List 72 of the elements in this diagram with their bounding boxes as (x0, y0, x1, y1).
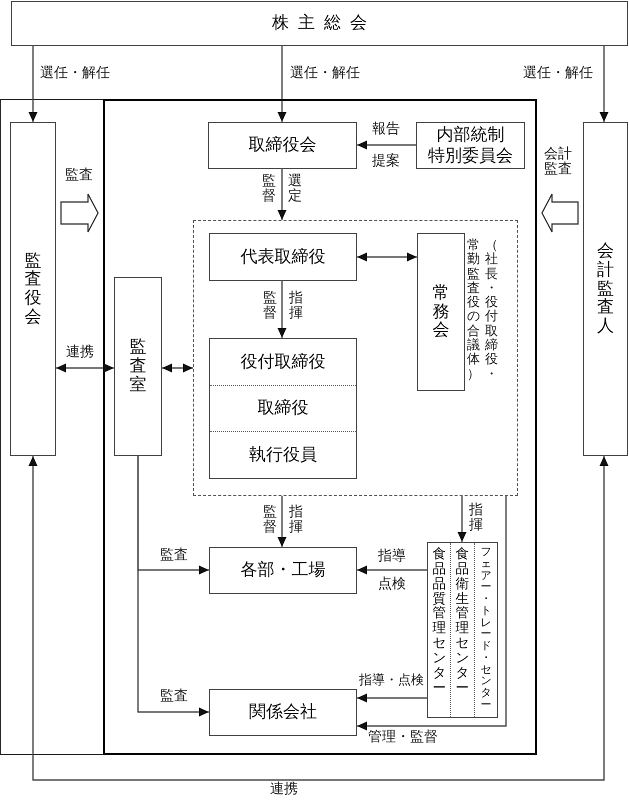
org-box (10, 122, 56, 456)
arrow (600, 46, 608, 122)
org-box (209, 233, 357, 281)
edge-label: 監督 (263, 505, 277, 536)
arrow (278, 46, 286, 122)
unit-name: 代表取締役 (240, 246, 326, 268)
annotation-text: 提案 (372, 154, 400, 170)
arrow (278, 169, 286, 220)
edge-label: 指導・点検 (359, 673, 424, 688)
org-box (11, 1, 628, 46)
edge-label: 監査 (160, 689, 188, 704)
double-arrow (357, 252, 417, 262)
edge-label: 連携 (270, 782, 298, 798)
arrow (357, 496, 507, 730)
annotation-text: 指揮 (289, 291, 303, 322)
role-name: 役付取締役 (240, 352, 326, 372)
hollow-arrow (60, 193, 99, 233)
outer-frame (0, 99, 537, 755)
annotation-text: 指揮 (289, 505, 303, 536)
arrow (357, 694, 427, 702)
arrow (278, 281, 286, 338)
edge-label: 指導 (378, 549, 406, 564)
dashed-frame (193, 220, 518, 496)
arrow (28, 46, 38, 122)
org-box (427, 542, 498, 718)
unit-name: 各部・工場 (240, 560, 326, 581)
center-name: フェアー・トレード・センター (480, 547, 492, 712)
edge-label: 会計監査 (544, 147, 572, 178)
double-arrow (56, 364, 114, 372)
annotation-text: 点検 (378, 577, 406, 592)
role-name: 執行役員 (249, 445, 317, 466)
annotation-text: 選定 (288, 174, 302, 205)
note-text: （社長・役付取締役・常勤監査役の合議体） (467, 238, 498, 381)
unit-name: 会計監査人 (597, 242, 614, 336)
double-arrow (28, 456, 608, 781)
center-name: 食品品質管理センター (432, 547, 446, 696)
org-box (209, 547, 357, 594)
edge-label: 監査 (65, 168, 93, 184)
unit-name: 常務会 (432, 284, 450, 340)
edge-label: 指揮 (469, 503, 483, 534)
arrow (458, 496, 466, 542)
org-box (417, 233, 465, 391)
edge-label: 監督 (263, 291, 277, 322)
unit-name: 株主総会 (271, 13, 376, 34)
double-arrow (162, 364, 193, 372)
unit-name: 監査役会 (24, 252, 42, 326)
arrow (137, 456, 209, 716)
edge-label: 監査 (160, 548, 188, 564)
edge-label: 管理・監督 (368, 730, 438, 746)
arrow (357, 566, 427, 574)
hollow-arrow (541, 193, 579, 233)
org-box (209, 338, 357, 479)
org-box (114, 277, 162, 456)
unit-name: 取締役会 (248, 135, 316, 156)
edge-label: 選任・解任 (523, 66, 593, 82)
role-name: 取締役 (258, 398, 308, 419)
arrow (357, 140, 416, 150)
org-box (583, 122, 628, 456)
inner-frame (103, 99, 537, 755)
unit-name: 内部統制特別委員会 (428, 125, 513, 166)
edge-label: 報告 (372, 122, 400, 138)
unit-name: 関係会社 (249, 702, 317, 723)
unit-name: 監査室 (130, 338, 146, 395)
arrow (278, 496, 286, 547)
edge-label: 選任・解任 (290, 66, 360, 82)
org-box (209, 689, 357, 736)
org-box (416, 122, 525, 169)
edge-label: 選任・解任 (40, 66, 110, 82)
org-box (208, 122, 357, 169)
edge-label: 連携 (66, 345, 94, 360)
edge-label: 監督 (262, 174, 276, 205)
center-name: 食品衛生管理センター (456, 547, 470, 696)
